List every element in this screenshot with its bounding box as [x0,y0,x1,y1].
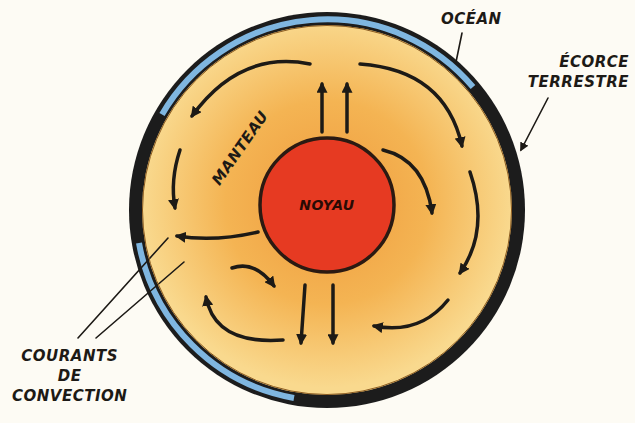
mantle-shape [143,26,512,395]
convection-arrow [301,285,305,343]
convection-arrow [345,84,349,132]
convection-arrow [360,64,462,146]
convection-arrow [320,84,324,132]
core-shape [260,138,394,272]
convection-arrow [232,266,274,286]
core-label: NOYAU [299,197,354,213]
mantle-label: MANTEAU [208,108,272,189]
mantle-circle: MANTEAU NOYAU [142,25,512,395]
convection-arrow [192,62,310,116]
convection-arrow [460,172,478,273]
crust-label: ÉCORCE TERRESTRE [528,52,629,92]
convection-arrow [177,232,258,238]
ocean-label: OCÉAN [441,9,502,29]
leader-line [456,33,462,62]
convection-arrow [331,285,335,343]
leader-arrow [521,98,548,150]
convection-label: COURANTS DE CONVECTION [12,346,127,406]
core-circle: NOYAU [257,135,397,275]
leader-lines [78,33,548,338]
mantle-fill [142,25,512,395]
convection-arrow [173,150,180,208]
convection-arrow [374,300,448,328]
leader-line [96,262,184,338]
earth-crust [129,12,525,408]
convection-arrows [173,62,478,343]
convection-arrow [206,297,283,340]
